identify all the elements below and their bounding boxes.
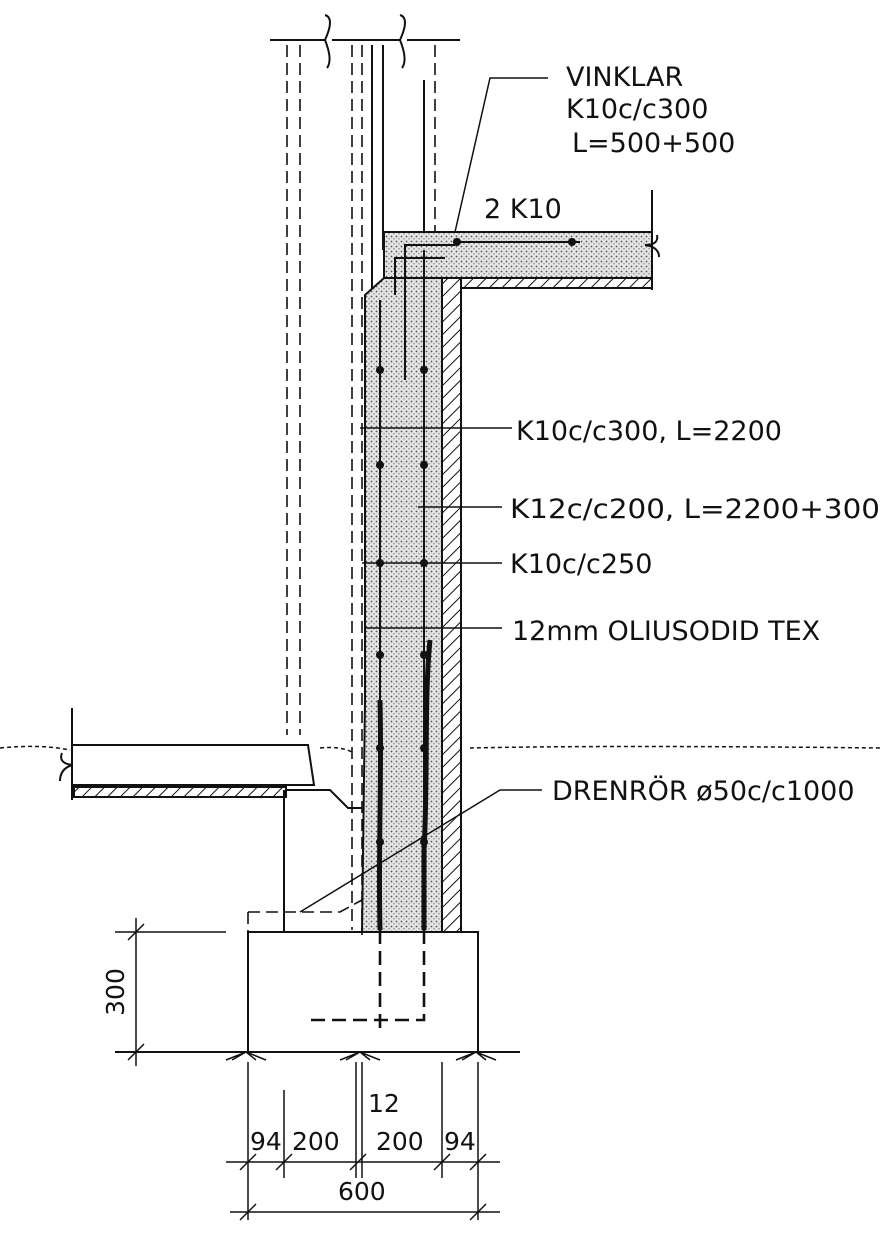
label-bar-k12-2200: K12c/c200, L=2200+300 — [510, 494, 880, 525]
dim-total-600: 600 — [338, 1177, 386, 1206]
upper-wall-dashed — [270, 14, 460, 935]
dim-94-right: 94 — [444, 1127, 476, 1156]
label-insulation: 12mm OLIUSODID TEX — [512, 616, 820, 647]
upper-slab — [383, 190, 660, 290]
dim-200-right: 200 — [376, 1127, 424, 1156]
dimension-lines — [115, 918, 500, 1221]
leader-lines — [299, 77, 548, 913]
label-vinklar-line1: VINKLAR — [566, 62, 683, 93]
basement-wall — [360, 277, 462, 933]
label-vinklar-line2: K10c/c300 — [566, 94, 708, 125]
label-top-bars: 2 K10 — [484, 194, 562, 225]
label-bar-k10-2200: K10c/c300, L=2200 — [516, 416, 782, 447]
dim-94-left: 94 — [250, 1127, 282, 1156]
rebar-dots — [376, 238, 576, 846]
dim-footing-height: 300 — [101, 968, 130, 1016]
ground-slab-left — [0, 708, 882, 932]
label-bar-k10-250: K10c/c250 — [510, 549, 652, 580]
footing — [115, 899, 520, 1061]
label-drain-pipe: DRENRÖR ø50c/c1000 — [552, 775, 855, 807]
dim-200-left: 200 — [292, 1127, 340, 1156]
label-vinklar-line3: L=500+500 — [572, 128, 735, 159]
dim-12: 12 — [368, 1089, 400, 1118]
